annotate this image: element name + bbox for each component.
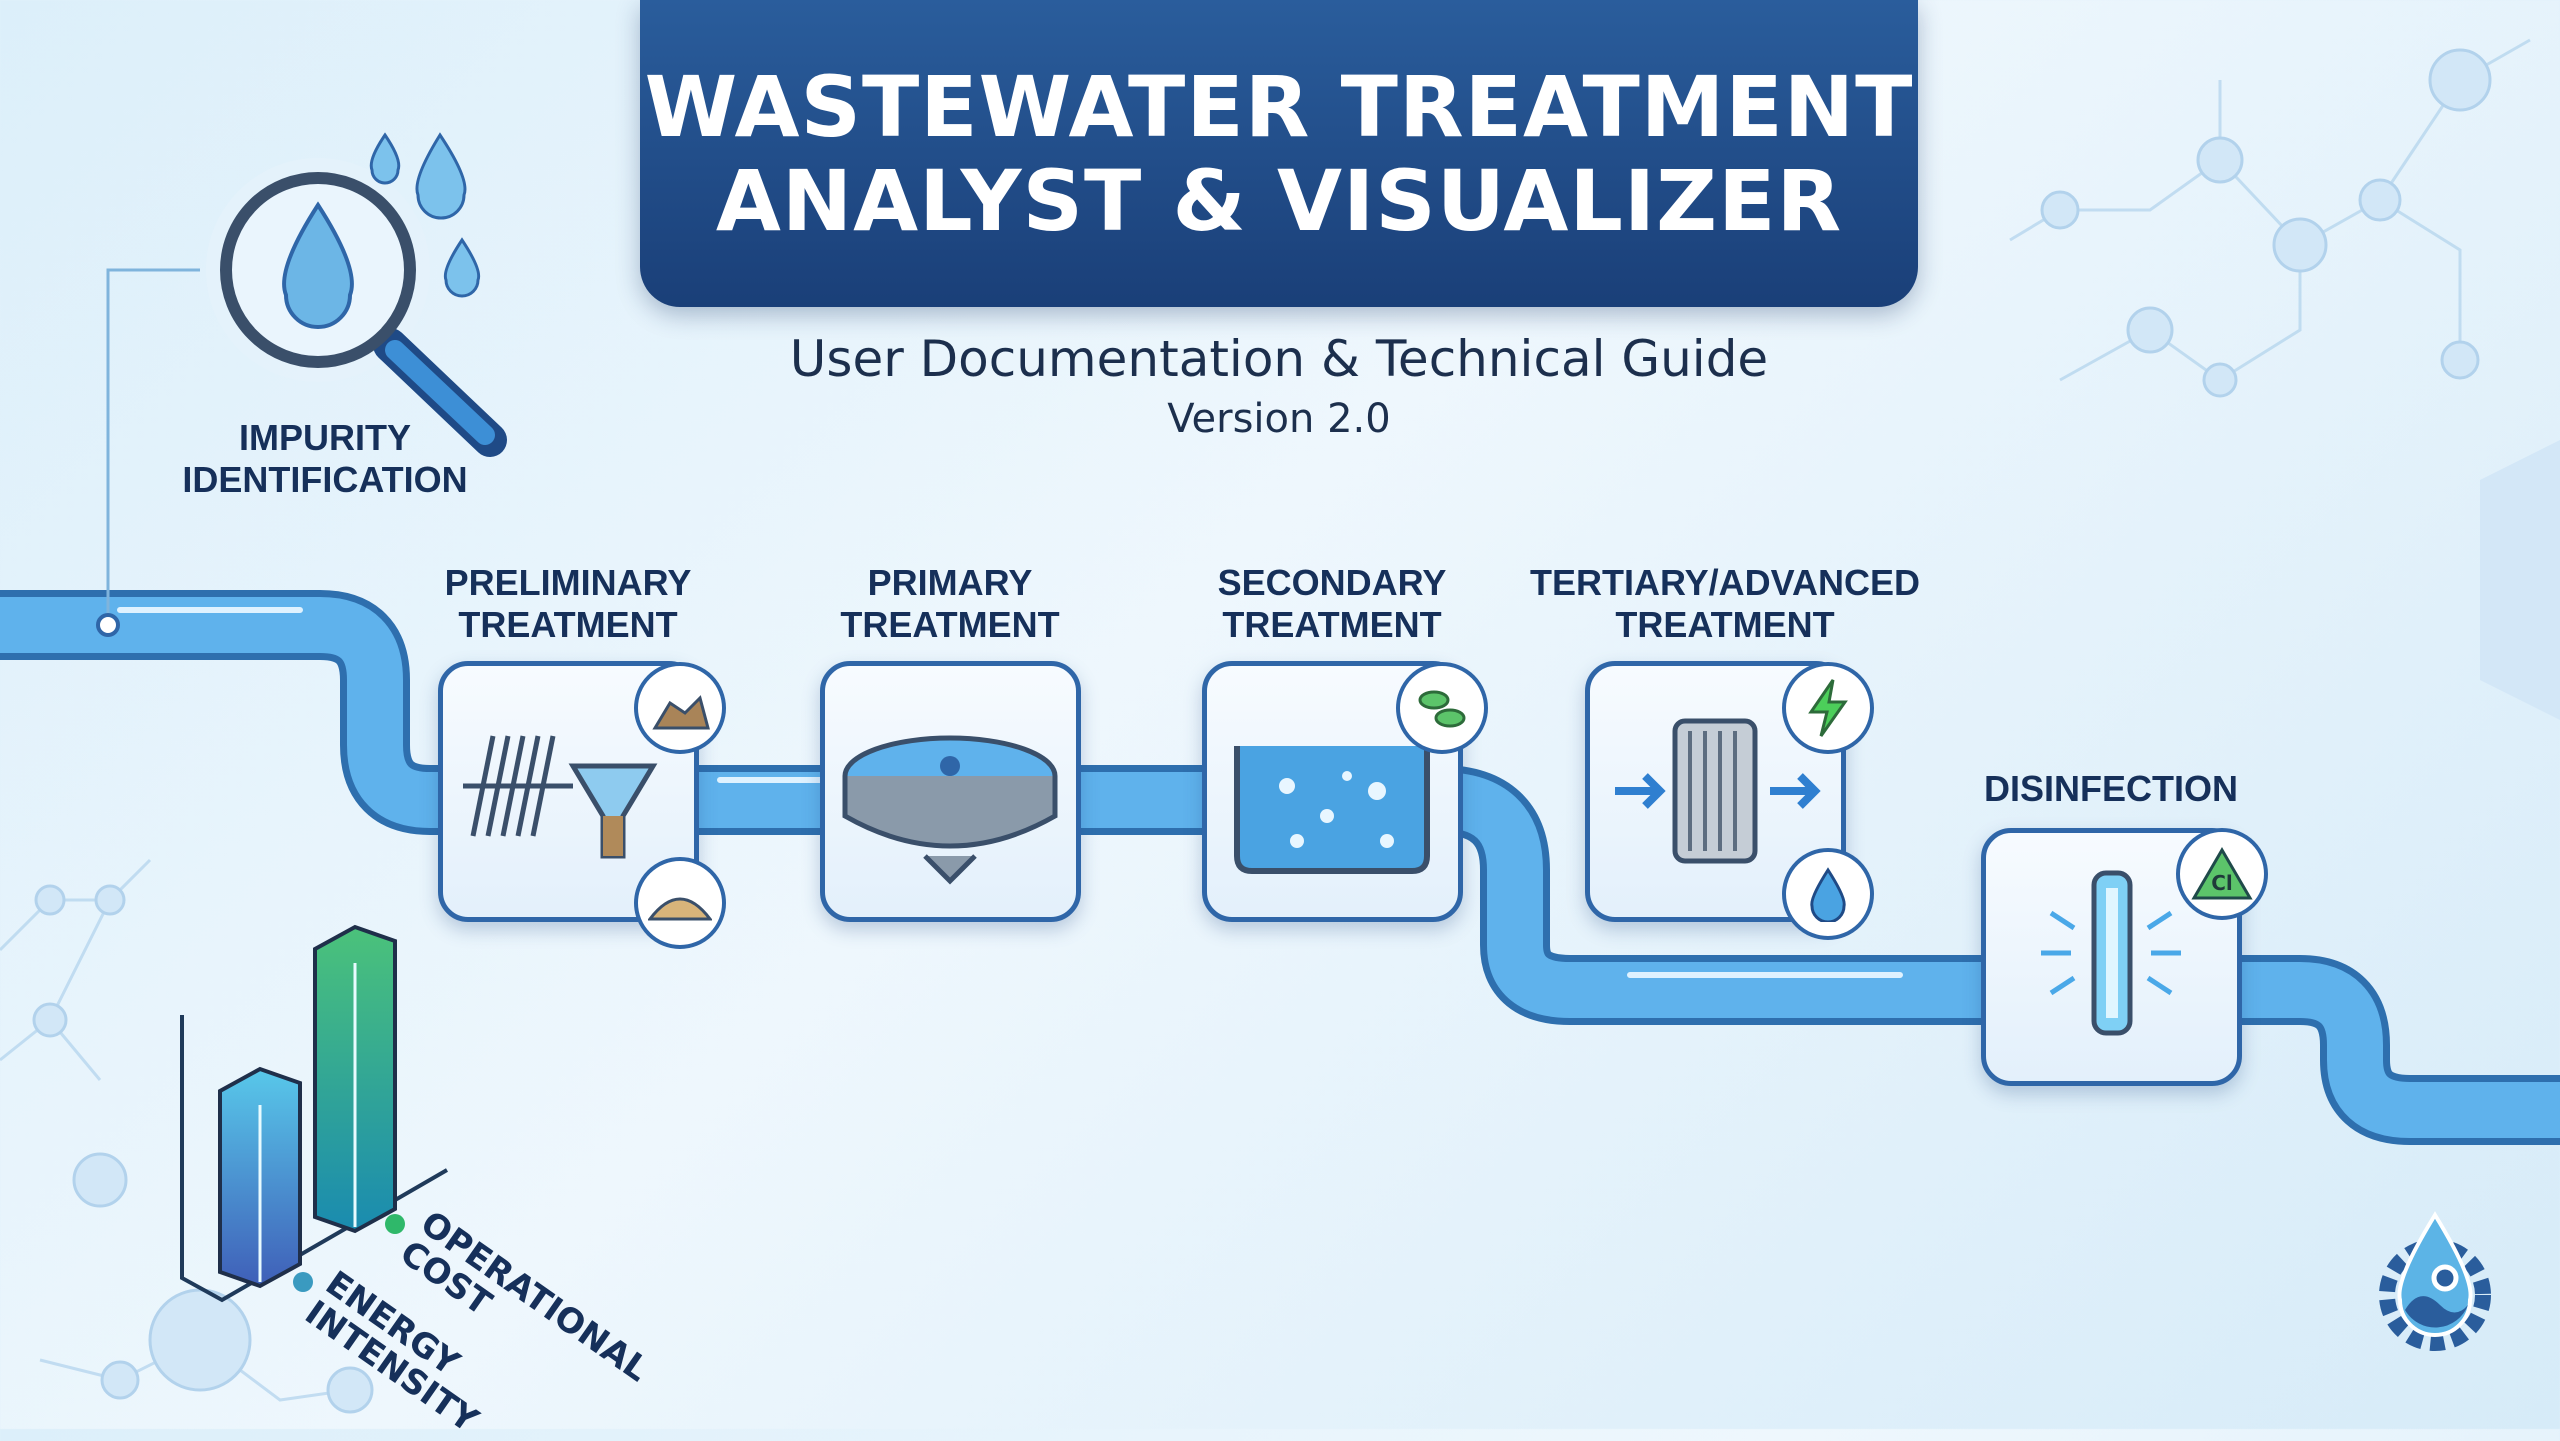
grit-badge-icon [634, 662, 726, 754]
stage-title: PRIMARY [867, 562, 1033, 603]
stage-primary[interactable] [820, 661, 1081, 922]
aeration-tank-icon [1234, 746, 1430, 874]
subtitle: User Documentation & Technical Guide [789, 330, 1769, 388]
app-logo-icon [2379, 1211, 2491, 1351]
sand-badge-icon [634, 857, 726, 949]
clarifier-tank-icon [842, 735, 1058, 885]
stage-title: PRELIMINARY [444, 562, 692, 603]
metrics-bar-chart [180, 924, 449, 1303]
impurity-label: IMPURITY IDENTIFICATION [160, 417, 490, 501]
stage-tertiary[interactable] [1585, 661, 1846, 922]
water-drop-badge-icon [1782, 848, 1874, 940]
legend-energy-dot [293, 1272, 313, 1292]
impurity-label-line-1: IMPURITY [238, 417, 411, 458]
chlorine-symbol: Cl [2211, 871, 2233, 895]
stage-title: SECONDARY [1217, 562, 1447, 603]
title-line-2: ANALYST & VISUALIZER [715, 151, 1843, 250]
energy-badge-icon [1782, 662, 1874, 754]
stage-subtitle: TREATMENT [458, 604, 678, 645]
stage-title: DISINFECTION [1983, 768, 2238, 809]
stage-subtitle: TREATMENT [1222, 604, 1442, 645]
title-line-1: WASTEWATER TREATMENT [644, 57, 1914, 156]
chlorine-badge-icon: Cl [2176, 828, 2268, 920]
uv-lamp-icon [2041, 870, 2181, 1036]
stage-title: TERTIARY/ADVANCED [1529, 562, 1920, 603]
membrane-filter-icon [1615, 718, 1821, 864]
stage-subtitle: TREATMENT [840, 604, 1060, 645]
stage-label-disinfection: DISINFECTION [1911, 768, 2311, 810]
title-banner: WASTEWATER TREATMENT ANALYST & VISUALIZE… [640, 0, 1918, 307]
bacteria-badge-icon [1396, 662, 1488, 754]
impurity-label-line-2: IDENTIFICATION [182, 459, 468, 500]
legend-cost-dot [385, 1214, 405, 1234]
version: Version 2.0 [1167, 396, 1391, 442]
magnifier-icon [206, 132, 507, 457]
stage-subtitle: TREATMENT [1615, 604, 1835, 645]
bar-screen-icon [463, 735, 658, 859]
